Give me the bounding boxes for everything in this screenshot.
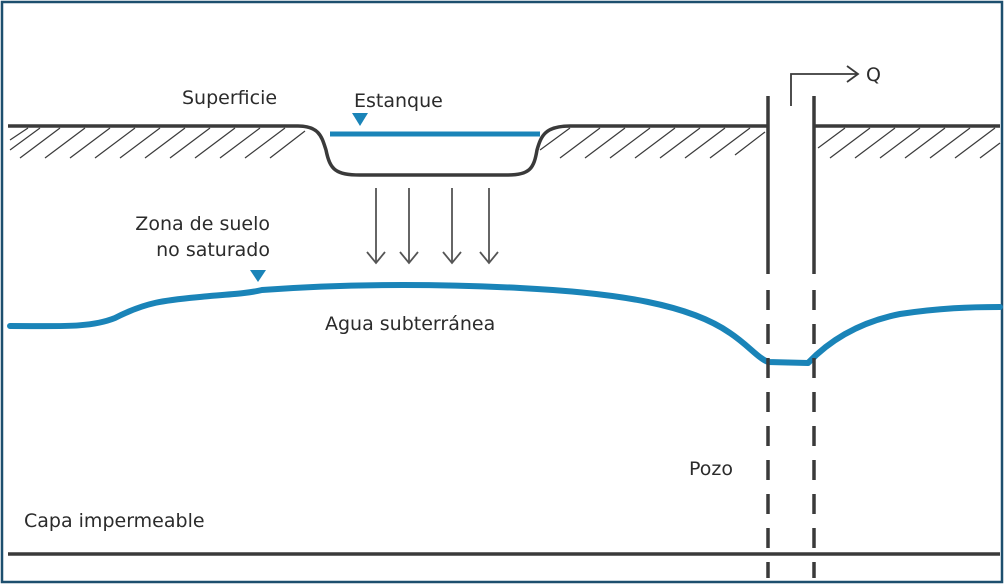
ground-hatching-right xyxy=(817,127,1001,159)
infiltration-arrow xyxy=(479,188,499,265)
unsaturated-zone-label-line2: no saturado xyxy=(156,239,270,261)
ground-hatching-left xyxy=(9,127,306,159)
groundwater-label: Agua subterránea xyxy=(325,313,495,335)
infiltration-arrow xyxy=(442,188,462,265)
infiltration-arrows xyxy=(366,188,499,265)
ground-surface-line xyxy=(8,124,768,177)
groundwater-table-line xyxy=(7,282,1003,366)
well xyxy=(766,96,816,578)
pond-label: Estanque xyxy=(354,90,443,112)
groundwater-level-marker xyxy=(250,270,266,282)
infiltration-arrow xyxy=(399,188,419,265)
unsaturated-zone-label-line1: Zona de suelo xyxy=(135,213,270,235)
infiltration-arrow xyxy=(366,188,386,265)
discharge-label: Q xyxy=(866,64,881,86)
impermeable-layer-label: Capa impermeable xyxy=(24,510,205,532)
discharge-arrow xyxy=(790,65,860,106)
well-label: Pozo xyxy=(689,458,733,480)
pond-water-level-marker xyxy=(352,113,368,126)
ground-hatching-middle xyxy=(539,127,766,159)
surface-label: Superficie xyxy=(182,87,277,109)
